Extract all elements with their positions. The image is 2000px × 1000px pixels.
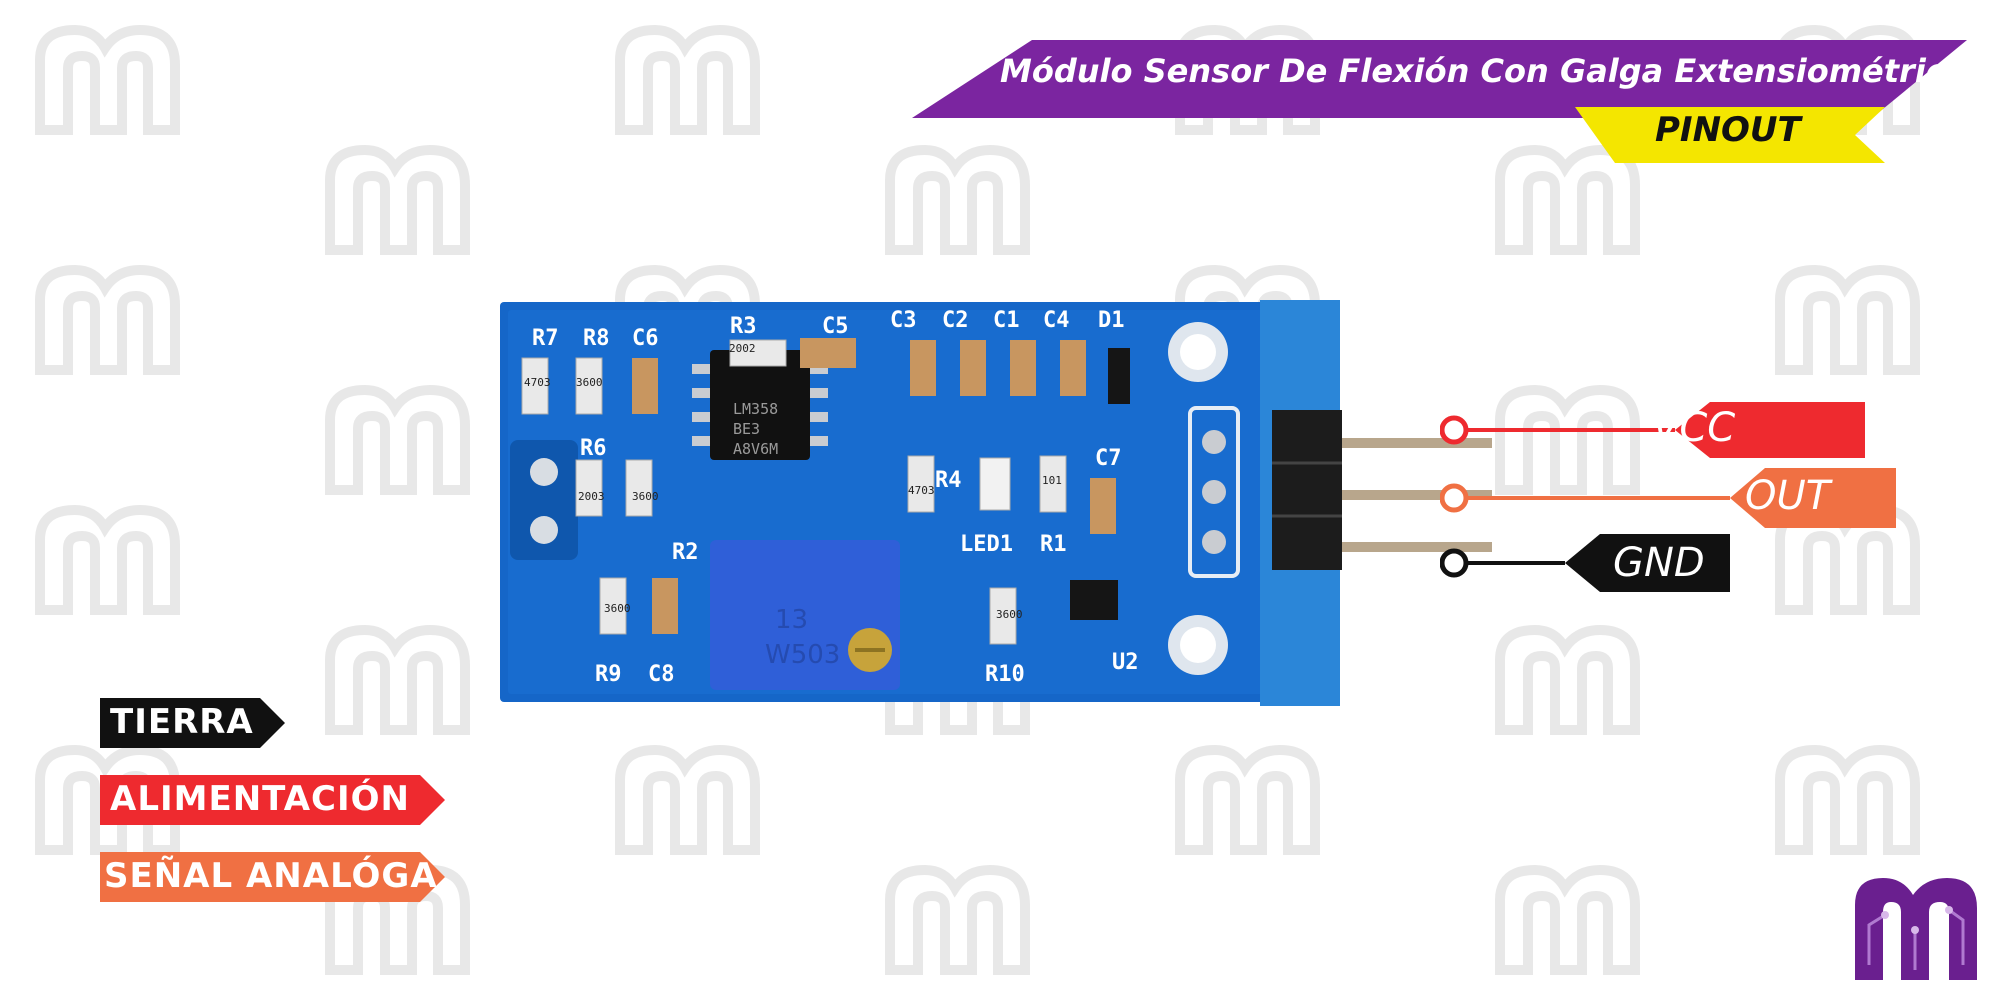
resistor-code: 3600	[996, 608, 1023, 621]
m-logo-watermark-icon	[325, 624, 470, 735]
m-logo-watermark-icon	[325, 144, 470, 255]
m-logo-watermark-icon	[1775, 264, 1920, 375]
silkscreen-label: C2	[942, 308, 969, 333]
silkscreen-label: R6	[580, 436, 607, 461]
legend-alimentacion-swatch	[100, 775, 445, 825]
m-logo-watermark-icon	[1495, 144, 1640, 255]
silkscreen-label: C5	[822, 314, 849, 339]
m-logo-watermark-icon	[1495, 864, 1640, 975]
silkscreen-label: R4	[935, 468, 962, 493]
pin-label-vcc: VCC	[1652, 405, 1736, 451]
resistor-code: 3600	[576, 376, 603, 389]
legend-tierra: TIERRA	[110, 702, 254, 742]
silkscreen-label: R1	[1040, 532, 1067, 557]
silkscreen-label: D1	[1098, 308, 1125, 333]
legend-tierra-swatch	[100, 698, 285, 748]
silkscreen-label: R10	[985, 662, 1025, 687]
title-banner	[912, 40, 1967, 118]
pin-callouts	[1440, 402, 1896, 592]
resistor-code: 2002	[729, 342, 756, 355]
chip-marking: BE3	[733, 420, 761, 438]
m-logo-watermark-icon	[1495, 624, 1640, 735]
resistor-code: 3600	[632, 490, 659, 503]
resistor-code: 4703	[524, 376, 551, 389]
m-logo-watermark-icon	[615, 24, 760, 135]
silkscreen-label: C1	[993, 308, 1020, 333]
potentiometer-marking: W503	[765, 640, 841, 670]
m-logo-watermark-icon	[35, 504, 180, 615]
silkscreen-label: C8	[648, 662, 675, 687]
m-logo-watermark-icon	[885, 864, 1030, 975]
silkscreen-label: LED1	[960, 532, 1013, 557]
silkscreen-label: R3	[730, 314, 757, 339]
resistor-code: 3600	[604, 602, 631, 615]
resistor-code: 4703	[908, 484, 935, 497]
sensor-board	[500, 300, 1492, 706]
m-logo-watermark-icon	[35, 24, 180, 135]
chip-marking: A8V6M	[733, 440, 779, 458]
silkscreen-label: C3	[890, 308, 917, 333]
legend-alimentacion: ALIMENTACIÓN	[110, 779, 410, 819]
legend-senal-swatch	[100, 852, 445, 902]
resistor-code: 101	[1042, 474, 1062, 487]
m-logo-watermark-icon	[885, 144, 1030, 255]
page-subtitle: PINOUT	[1655, 110, 1801, 150]
pin-label-out: OUT	[1745, 473, 1831, 519]
resistor-code: 2003	[578, 490, 605, 503]
legend-senal-analoga: SEÑAL ANALÓGA	[104, 856, 438, 896]
m-circuit-logo-icon	[1855, 878, 1977, 980]
m-logo-watermark-icon	[325, 384, 470, 495]
silkscreen-label: R7	[532, 326, 559, 351]
potentiometer-marking: 13	[775, 605, 809, 635]
silkscreen-label: C6	[632, 326, 659, 351]
page-title: Módulo Sensor De Flexión Con Galga Exten…	[1000, 52, 1967, 90]
silkscreen-label: R8	[583, 326, 610, 351]
silkscreen-label: C4	[1043, 308, 1070, 333]
pin-label-gnd: GND	[1613, 540, 1705, 586]
silkscreen-label: C7	[1095, 446, 1122, 471]
m-logo-watermark-icon	[35, 264, 180, 375]
subtitle-banner	[1575, 107, 1885, 163]
m-logo-watermark-icon	[1175, 744, 1320, 855]
silkscreen-label: R2	[672, 540, 699, 565]
silkscreen-label: R9	[595, 662, 622, 687]
chip-marking: LM358	[733, 400, 779, 418]
silkscreen-label: U2	[1112, 650, 1139, 675]
m-logo-watermark-icon	[615, 744, 760, 855]
m-logo-watermark-icon	[1495, 384, 1640, 495]
m-logo-watermark-icon	[1775, 744, 1920, 855]
